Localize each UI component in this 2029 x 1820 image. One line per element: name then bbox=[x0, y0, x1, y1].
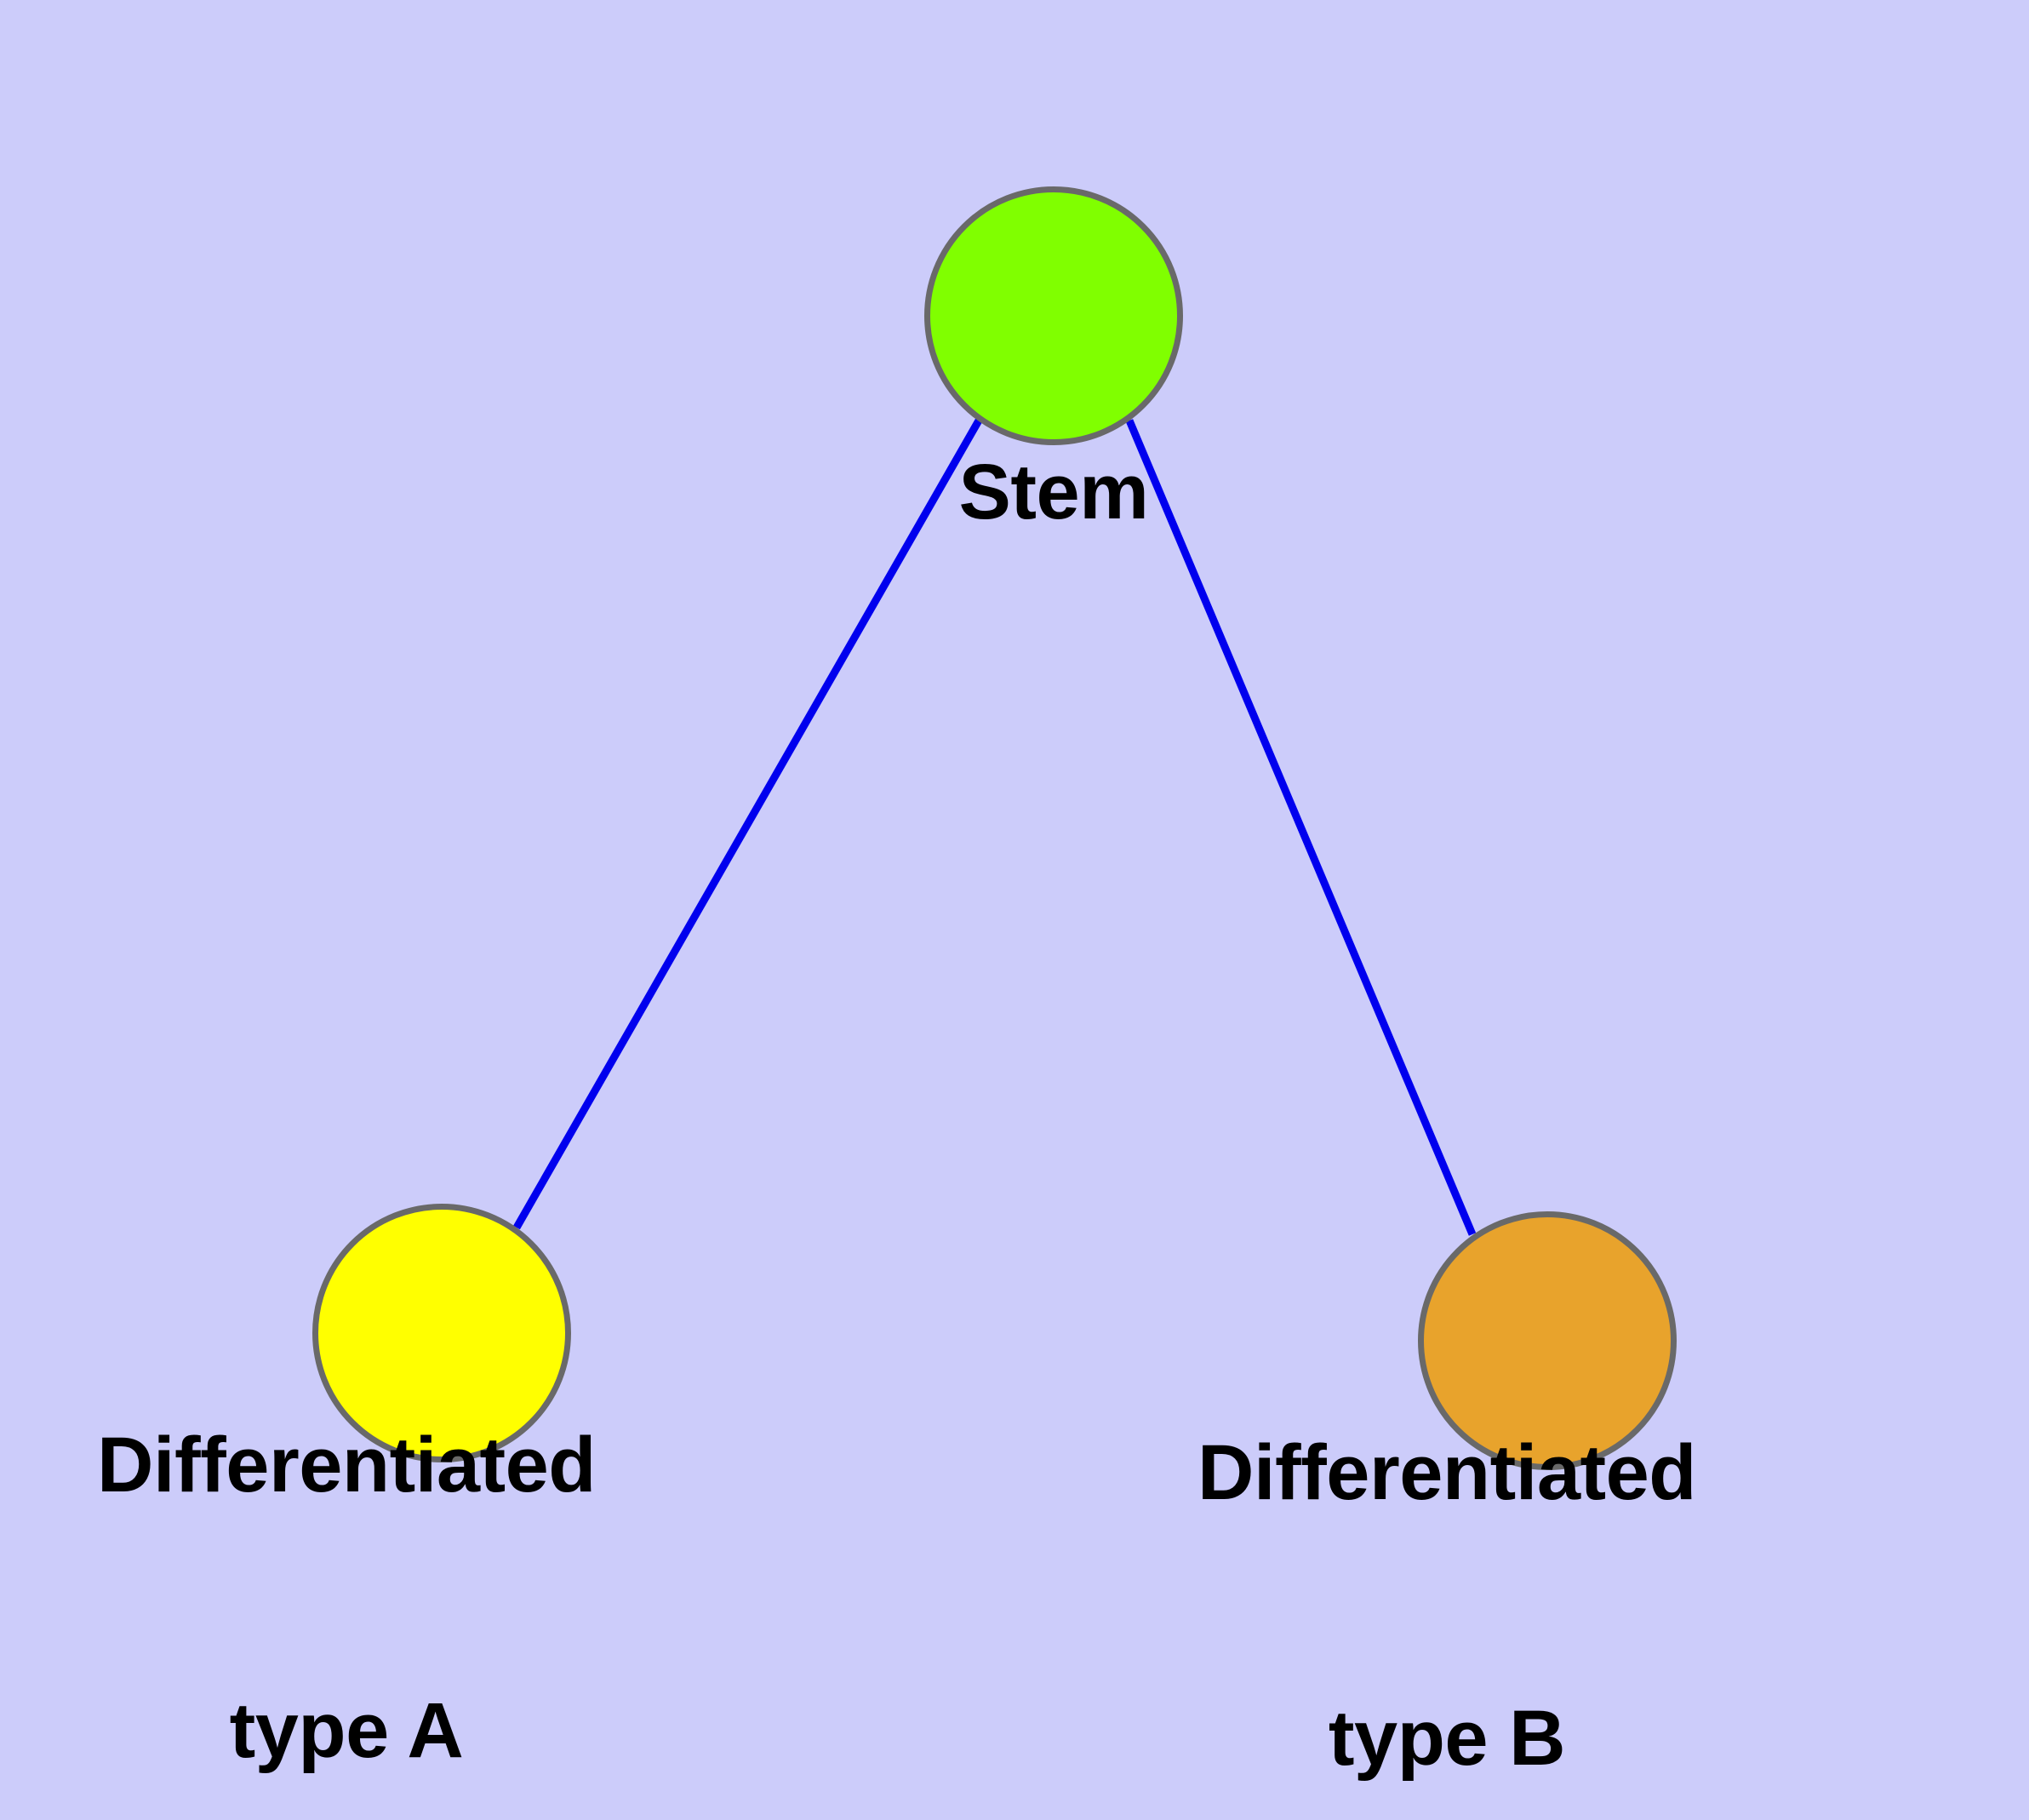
node-stem-label: Stem bbox=[671, 272, 1437, 714]
node-stem[interactable] bbox=[924, 186, 1183, 445]
edge-stem-to-diff-b bbox=[1125, 419, 1477, 1236]
node-stem-label-line1: Stem bbox=[958, 448, 1149, 535]
node-differentiated-type-a-label-line1: Differentiated bbox=[97, 1421, 596, 1508]
node-differentiated-type-b-label: Differentiated type B bbox=[1064, 1252, 1830, 1820]
node-differentiated-type-b[interactable] bbox=[1418, 1211, 1677, 1470]
node-differentiated-type-b-label-line1: Differentiated bbox=[1197, 1428, 1696, 1516]
node-differentiated-type-a-label: Differentiated type A bbox=[0, 1245, 729, 1820]
node-differentiated-type-b-label-line2: type B bbox=[1328, 1694, 1566, 1782]
edge-stem-to-diff-a bbox=[513, 418, 982, 1230]
node-differentiated-type-a-label-line2: type A bbox=[229, 1686, 464, 1774]
node-differentiated-type-a[interactable] bbox=[312, 1204, 571, 1462]
